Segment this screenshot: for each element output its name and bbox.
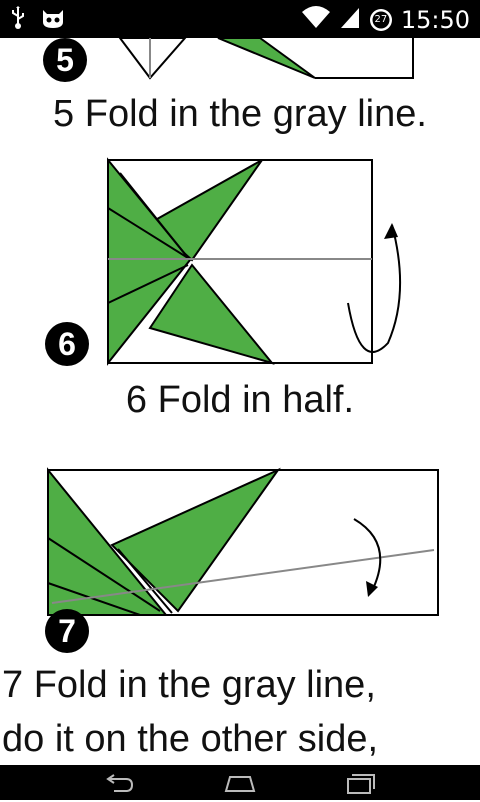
step-7-caption-line-2: do it on the other side, <box>2 718 379 760</box>
back-icon <box>106 774 134 792</box>
step-7-caption-line-1: 7 Fold in the gray line, <box>2 664 376 706</box>
notification-count-icon: 27 <box>369 8 393 32</box>
usb-icon <box>10 6 26 35</box>
clock-time: 15:50 <box>400 5 470 34</box>
instructions-scroll-area[interactable]: 5 5 Fold in the gray line. 6 6 Fold in h… <box>0 38 480 765</box>
home-button[interactable] <box>210 769 270 797</box>
home-icon <box>224 776 256 792</box>
notification-count: 27 <box>374 13 388 25</box>
status-bar: 27 15:50 <box>0 0 480 38</box>
back-button[interactable] <box>90 769 150 797</box>
signal-icon <box>339 4 361 35</box>
recents-icon <box>347 774 375 794</box>
step-5-caption: 5 Fold in the gray line. <box>53 93 427 135</box>
step-5-diagram <box>118 38 414 80</box>
recents-button[interactable] <box>330 769 390 797</box>
step-6-caption: 6 Fold in half. <box>125 379 355 421</box>
wifi-icon <box>301 4 331 35</box>
navigation-bar <box>0 765 480 800</box>
step-6-badge: 6 <box>45 322 89 366</box>
step-7-badge: 7 <box>45 609 89 653</box>
android-icon <box>40 6 66 35</box>
step-5-badge: 5 <box>43 38 87 82</box>
step-7-diagram <box>47 467 439 616</box>
step-6-diagram <box>107 157 402 366</box>
